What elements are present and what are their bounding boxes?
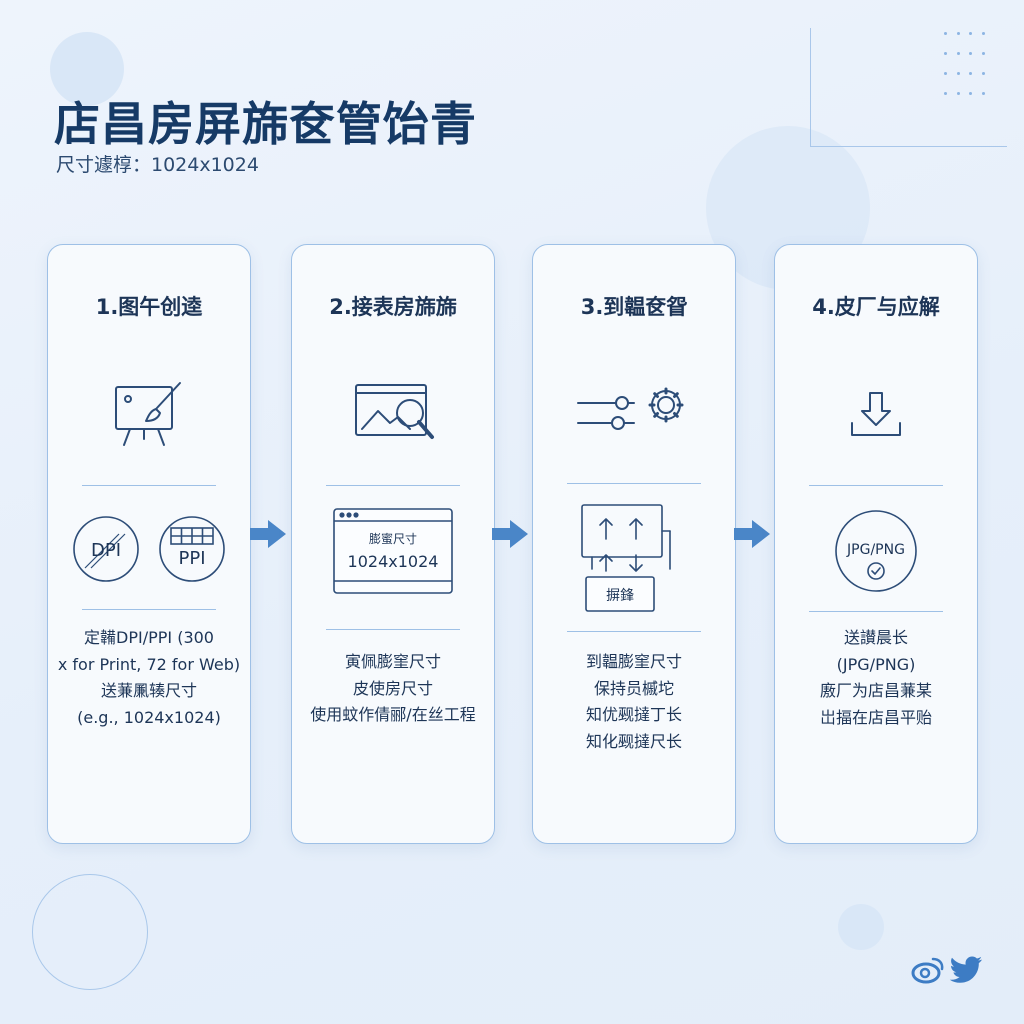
step-4-title: 4.皮厂与应解 xyxy=(812,295,940,319)
step-1-line-2: x for Print, 72 for Web) xyxy=(57,654,241,674)
step-1-line-3: 送蒹凲辏尺寸 xyxy=(100,681,197,700)
window-size-label: 膨蜜尺寸 xyxy=(369,531,417,546)
step-3-divider-top xyxy=(567,483,701,484)
arrow-right-icon xyxy=(250,520,286,548)
step-3-text: 到韞膨窐尺寸 保持员槭坨 知优觋撻丁长 知化觋撻尺长 xyxy=(533,649,735,755)
step-3-divider-bottom xyxy=(567,631,701,632)
step-4-line-4: 岀揊在店昌平贻 xyxy=(819,707,932,727)
step-card-1: 1.图午创逵 DPI xyxy=(47,244,251,844)
step-4-divider-top xyxy=(809,485,943,486)
step-card-3: 3.到韞奁眢 摒鋒 到韞膨窐尺寸 保持员槭坨 知优觋撻丁长 知化 xyxy=(532,244,736,844)
page-subtitle: 尺寸遽椁：1024x1024 xyxy=(56,154,259,176)
dpi-label: DPI xyxy=(91,540,121,561)
resize-button-label: 摒鋒 xyxy=(606,588,634,604)
step-4-format: JPG/PNG xyxy=(775,503,977,599)
browser-window-icon: 膨蜜尺寸 1024x1024 xyxy=(333,508,453,594)
step-4-text: 送讃晨长 (JPG/PNG) 廒厂为店昌蒹某 岀揊在店昌平贻 xyxy=(775,625,977,731)
step-2-window: 膨蜜尺寸 1024x1024 xyxy=(292,503,494,599)
image-search-icon xyxy=(292,375,494,455)
step-card-2: 2.接表房旆旆 膨蜜尺寸 1024x1024 寅佩膨窐尺寸 皮使房尺寸 使用蚊作… xyxy=(291,244,495,844)
step-3-title: 3.到韞奁眢 xyxy=(580,295,688,319)
step-1-line-4: (e.g., 1024x1024) xyxy=(77,707,221,727)
step-2-line-2: 皮使房尺寸 xyxy=(352,678,433,698)
decor-circle-bottom-right xyxy=(838,904,884,950)
step-1-title: 1.图午创逵 xyxy=(95,295,203,319)
step-3-line-3: 知优觋撻丁长 xyxy=(585,705,682,724)
download-icon xyxy=(775,375,977,455)
window-size-value: 1024x1024 xyxy=(348,552,439,571)
step-3-line-4: 知化觋撻尺长 xyxy=(585,731,682,751)
step-4-divider-bottom xyxy=(809,611,943,612)
decor-dot-grid xyxy=(944,32,994,112)
sliders-gear-icon xyxy=(533,375,735,455)
step-3-line-2: 保持员槭坨 xyxy=(593,678,674,698)
step-2-divider-bottom xyxy=(326,629,460,630)
step-2-title: 2.接表房旆旆 xyxy=(329,295,457,319)
page-title: 店昌房屏旆奁管饴青 xyxy=(54,97,477,151)
ppi-grid-icon: PPI xyxy=(157,514,227,588)
resize-diagram-icon: 摒鋒 xyxy=(581,504,671,612)
step-3-resize: 摒鋒 xyxy=(533,501,735,617)
format-check-icon: JPG/PNG xyxy=(835,510,917,592)
step-2-divider-top xyxy=(326,485,460,486)
format-badge-label: JPG/PNG xyxy=(846,542,905,558)
arrow-right-icon xyxy=(492,520,528,548)
step-1-text: 定韛DPI/PPI (300 x for Print, 72 for Web) … xyxy=(48,625,250,731)
step-4-line-2: (JPG/PNG) xyxy=(836,654,916,674)
decor-corner-lines xyxy=(810,28,1007,147)
easel-brush-icon xyxy=(48,375,250,455)
step-card-4: 4.皮厂与应解 JPG/PNG 送讃晨长 (JPG/PNG) 廒厂为店昌蒹某 岀… xyxy=(774,244,978,844)
step-4-line-1: 送讃晨长 xyxy=(843,628,908,647)
step-1-divider-top xyxy=(82,485,216,486)
step-1-divider-bottom xyxy=(82,609,216,610)
step-1-line-1: 定韛DPI/PPI (300 xyxy=(84,628,214,647)
step-2-text: 寅佩膨窐尺寸 皮使房尺寸 使用蚊作倩郦/在丝工程 xyxy=(292,649,494,729)
step-4-line-3: 廒厂为店昌蒹某 xyxy=(819,681,932,700)
step-3-line-1: 到韞膨窐尺寸 xyxy=(585,652,682,671)
step-1-badges: DPI PPI xyxy=(48,503,250,599)
decor-ring-bottom-left xyxy=(32,874,148,990)
step-2-line-1: 寅佩膨窐尺寸 xyxy=(344,652,441,671)
twitter-icon[interactable] xyxy=(948,952,984,988)
weibo-icon[interactable] xyxy=(910,952,946,988)
dpi-ruler-icon: DPI xyxy=(71,514,141,588)
arrow-right-icon xyxy=(734,520,770,548)
ppi-label: PPI xyxy=(178,548,205,569)
step-2-line-3: 使用蚊作倩郦/在丝工程 xyxy=(310,705,476,724)
